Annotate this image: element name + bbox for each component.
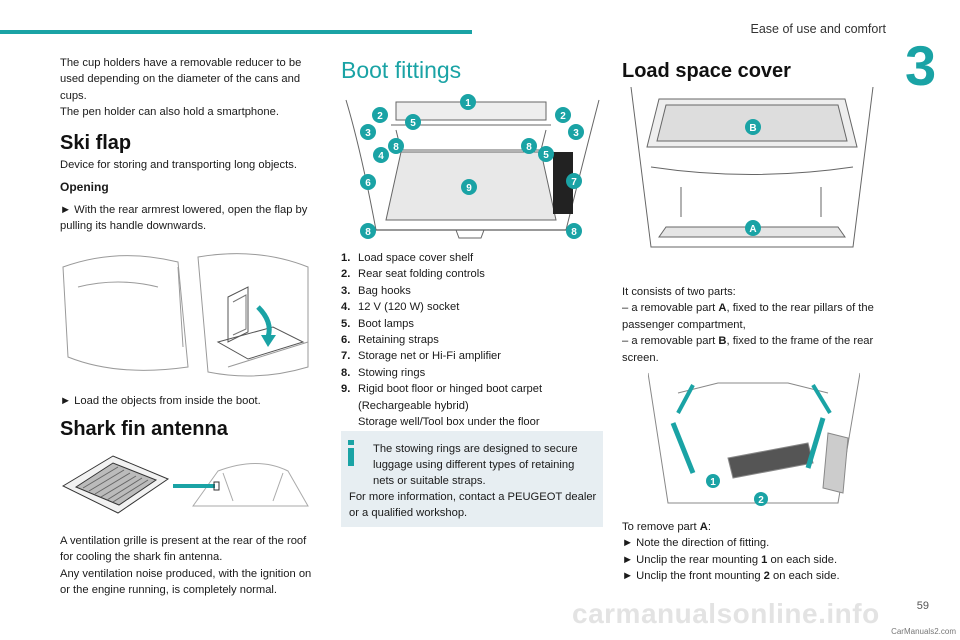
opening-heading: Opening: [60, 180, 109, 195]
boot-marker-5: 5: [405, 114, 421, 130]
page-number: 59: [916, 600, 929, 612]
item-9-subtext-2: Storage well/Tool box under the floor: [358, 416, 540, 429]
boot-marker-8: 8: [388, 138, 404, 154]
shark-fin-heading: Shark fin antenna: [60, 418, 228, 441]
section-title: Ease of use and comfort: [750, 22, 887, 36]
svg-text:B: B: [749, 123, 756, 134]
svg-text:9: 9: [466, 183, 472, 194]
svg-text:4: 4: [378, 151, 384, 162]
svg-text:6: 6: [365, 178, 371, 189]
svg-text:8: 8: [365, 227, 371, 238]
cup-holder-text: The cup holders have a removable reducer…: [60, 57, 302, 102]
boot-marker-2: 2: [555, 107, 571, 123]
boot-fittings-heading: Boot fittings: [341, 57, 462, 83]
info-text-1: The stowing rings are designed to secure…: [373, 443, 578, 487]
list-item: 7.Storage net or Hi-Fi amplifier: [341, 350, 502, 363]
svg-text:2: 2: [560, 111, 566, 122]
remove-step-1: ► Note the direction of fitting.: [622, 537, 770, 550]
svg-text:7: 7: [571, 177, 577, 188]
load-space-cover-illustration: B A: [630, 87, 874, 248]
part-b-description: – a removable part B, fixed to the frame…: [622, 335, 874, 364]
chapter-number: 3: [905, 34, 937, 97]
svg-text:5: 5: [410, 118, 416, 129]
ventilation-text-2: Any ventilation noise produced, with the…: [60, 567, 312, 597]
ski-flap-illustration: [62, 253, 309, 377]
column-3-text: It consists of two parts: – a removable …: [622, 284, 884, 366]
remove-step-2: ► Unclip the rear mounting 1 on each sid…: [622, 553, 838, 566]
part-a-description: – a removable part A, fixed to the rear …: [622, 302, 874, 331]
list-item: 2.Rear seat folding controls: [341, 268, 485, 281]
ski-flap-description: Device for storing and transporting long…: [60, 159, 297, 172]
ski-flap-heading: Ski flap: [60, 131, 132, 154]
remove-instructions: To remove part A: ► Note the direction o…: [622, 519, 884, 585]
boot-marker-9: 9: [461, 179, 477, 195]
ski-step-1: ► With the rear armrest lowered, open th…: [60, 203, 308, 233]
shark-fin-illustration: [61, 455, 309, 514]
column-1b: ► Load the objects from inside the boot.…: [60, 393, 320, 441]
marker-a: A: [745, 220, 761, 236]
marker-1: 1: [706, 474, 720, 488]
boot-marker-5: 5: [538, 146, 554, 162]
load-space-cover-heading: Load space cover: [622, 60, 791, 82]
item-9-subtext-1: (Rechargeable hybrid): [358, 399, 469, 412]
boot-marker-8: 8: [360, 223, 376, 239]
boot-marker-8: 8: [566, 223, 582, 239]
info-icon: [348, 440, 354, 466]
boot-marker-6: 6: [360, 174, 376, 190]
svg-text:5: 5: [543, 150, 549, 161]
header-accent-bar: [0, 30, 472, 34]
list-item: 8.Stowing rings: [341, 366, 426, 379]
boot-marker-3: 3: [568, 124, 584, 140]
marker-b: B: [745, 119, 761, 135]
svg-text:3: 3: [365, 128, 371, 139]
parts-intro: It consists of two parts:: [622, 286, 736, 298]
boot-marker-3: 3: [360, 124, 376, 140]
pen-holder-text: The pen holder can also hold a smartphon…: [60, 106, 279, 119]
boot-marker-2: 2: [372, 107, 388, 123]
ski-step-2: ► Load the objects from inside the boot.: [60, 395, 261, 407]
list-item: 3.Bag hooks: [341, 284, 411, 297]
list-item: 5.Boot lamps: [341, 317, 414, 330]
svg-text:8: 8: [571, 227, 577, 238]
boot-marker-8: 8: [521, 138, 537, 154]
ventilation-text-1: A ventilation grille is present at the r…: [60, 535, 307, 564]
svg-text:A: A: [749, 224, 756, 235]
svg-text:2: 2: [758, 495, 764, 506]
small-watermark: CarManuals2.com: [891, 627, 956, 636]
svg-text:2: 2: [377, 111, 383, 122]
svg-text:1: 1: [710, 477, 716, 488]
remove-part-a-illustration: 1 2: [648, 372, 860, 506]
svg-text:8: 8: [526, 142, 532, 153]
column-1c: A ventilation grille is present at the r…: [60, 533, 322, 599]
info-box: The stowing rings are designed to secure…: [341, 431, 603, 527]
list-item: 6.Retaining straps: [341, 334, 439, 347]
boot-marker-4: 4: [373, 147, 389, 163]
remove-intro: To remove part A:: [622, 521, 711, 533]
svg-text:8: 8: [393, 142, 399, 153]
list-item: 4.12 V (120 W) socket: [341, 301, 460, 314]
boot-marker-7: 7: [566, 173, 582, 189]
boot-marker-1: 1: [460, 94, 476, 110]
info-text-2: For more information, contact a PEUGEOT …: [349, 491, 597, 519]
marker-2: 2: [754, 492, 768, 506]
boot-fittings-list: 1.Load space cover shelf 2.Rear seat fol…: [341, 250, 603, 430]
remove-step-3: ► Unclip the front mounting 2 on each si…: [622, 570, 840, 583]
svg-text:1: 1: [465, 98, 471, 109]
svg-text:3: 3: [573, 128, 579, 139]
list-item: 1.Load space cover shelf: [341, 252, 474, 264]
column-1: The cup holders have a removable reducer…: [60, 55, 320, 235]
list-item: 9.Rigid boot floor or hinged boot carpet: [341, 383, 543, 396]
watermark: carmanualsonline.info: [572, 598, 880, 629]
